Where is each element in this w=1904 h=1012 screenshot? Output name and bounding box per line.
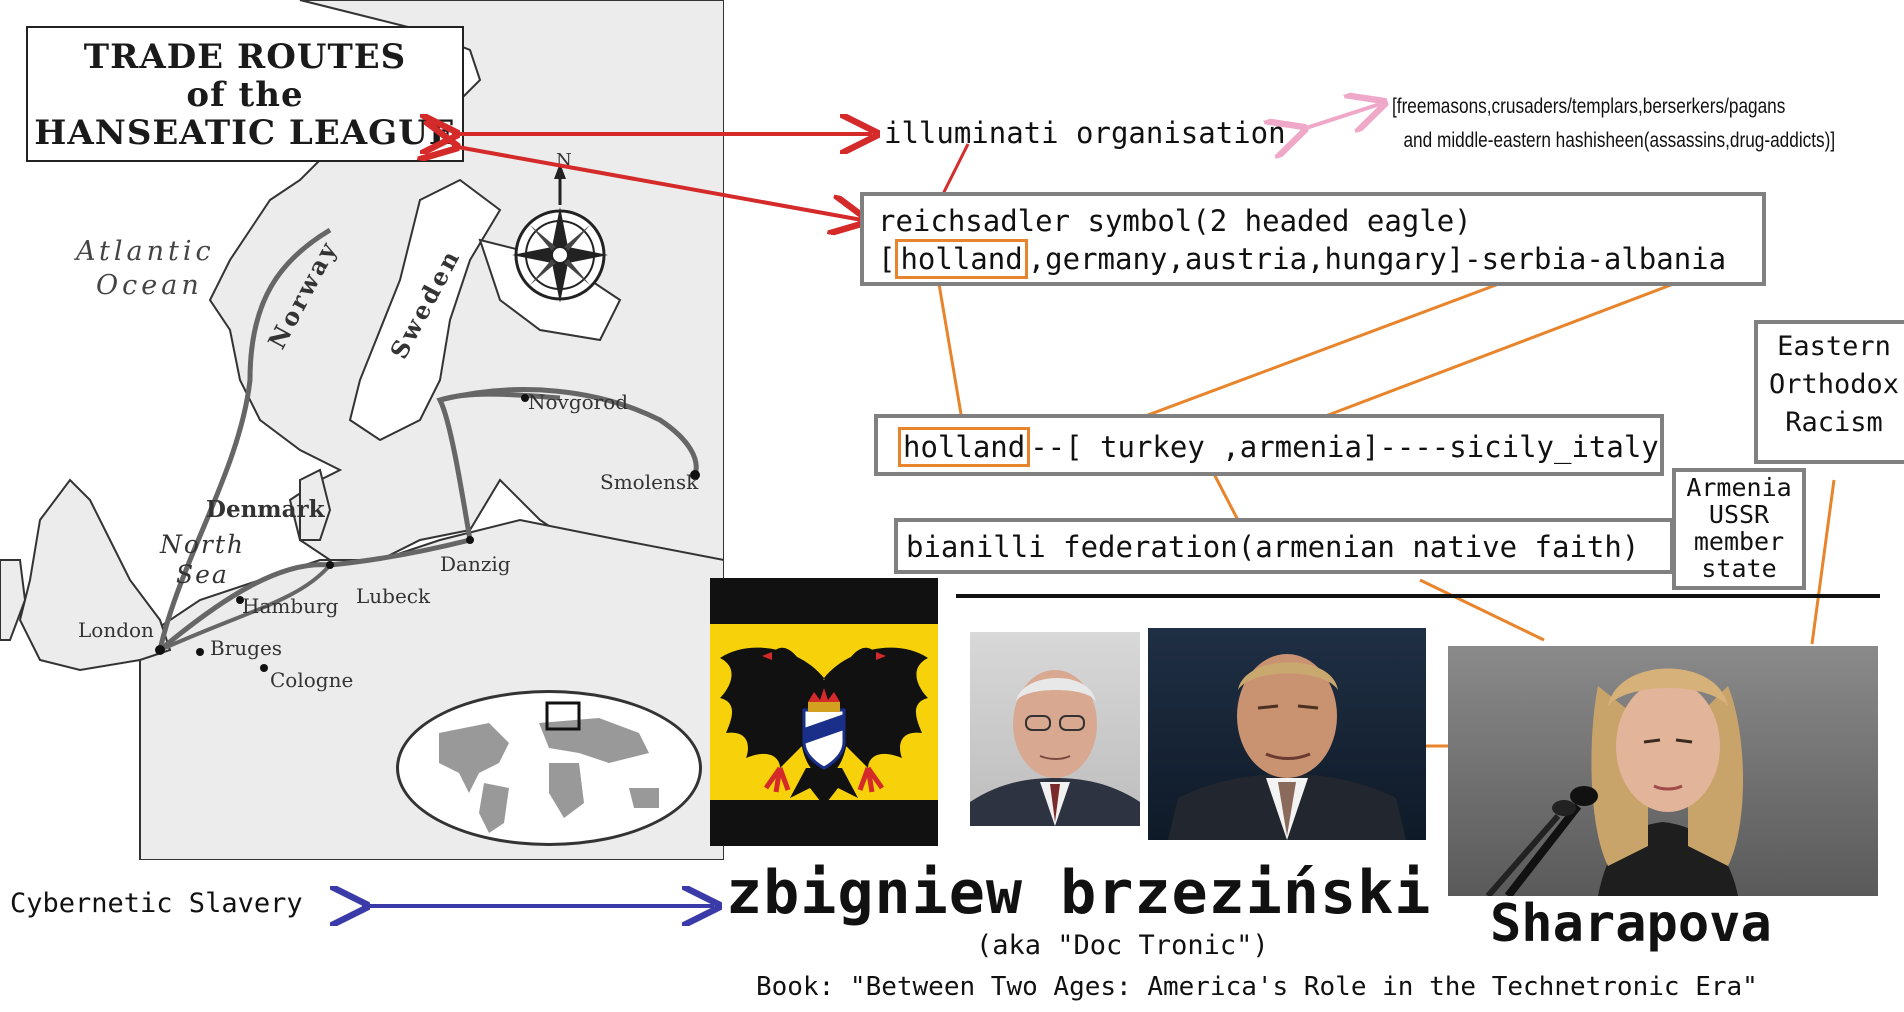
reichsadler-box: reichsadler symbol(2 headed eagle) [holl… [860, 192, 1766, 286]
reichsadler-countries: [holland,germany,austria,hungary]-serbia… [878, 239, 1727, 279]
groups-line-1: [freemasons,crusaders/templars,berserker… [1392, 95, 1786, 118]
label-denmark: Denmark [206, 496, 325, 523]
sharapova-name: Sharapova [1490, 894, 1772, 954]
flag-bottom-stripe [710, 800, 938, 846]
line-bianilli-sharapova [1419, 578, 1545, 642]
armenia-line-3: member [1693, 527, 1785, 556]
holland-chain-text: holland--[ turkey ,armenia]----sicily_it… [898, 427, 1659, 467]
brzezinski-photo-young [1148, 628, 1426, 840]
chain-rest: --[ turkey ,armenia]----sicily_italy [1030, 430, 1659, 464]
cybernetic-slavery-label: Cybernetic Slavery [10, 888, 303, 919]
map-title-line-1: TRADE ROUTES [83, 37, 407, 77]
armenia-line-2: USSR [1708, 500, 1770, 529]
eastern-orthodox-box: Eastern Orthodox Racism [1754, 320, 1904, 464]
eastern-line-1: Eastern [1777, 331, 1891, 362]
armenia-ussr-box: Armenia USSR member state [1672, 468, 1806, 590]
label-cologne: Cologne [270, 668, 354, 692]
label-sea: Sea [176, 560, 229, 589]
groups-line-2: and middle-eastern hashisheen(assassins,… [1403, 129, 1836, 152]
label-london: London [78, 618, 154, 642]
bianilli-text: bianilli federation(armenian native fait… [906, 530, 1640, 564]
flag-top-stripe [710, 578, 938, 624]
line-holland-holland [936, 277, 964, 421]
label-hamburg: Hamburg [242, 594, 339, 618]
eastern-line-3: Racism [1785, 407, 1883, 438]
map-title-line-3: HANSEATIC LEAGUE [34, 113, 456, 153]
holland-highlight-2: holland [898, 427, 1031, 467]
eastern-line-2: Orthodox [1768, 369, 1900, 400]
label-novgorod: Novgorod [528, 390, 629, 414]
brzezinski-name: zbigniew brzeziński [726, 858, 1432, 928]
line-illuminati-reichsadler [940, 143, 970, 197]
label-danzig: Danzig [440, 552, 511, 576]
line-serbia-turkey [1139, 274, 1521, 420]
label-ocean: Ocean [96, 270, 203, 301]
label-smolensk: Smolensk [600, 470, 699, 494]
illuminati-label: illuminati organisation [884, 116, 1286, 150]
label-atlantic: Atlantic [76, 236, 215, 267]
map-title-line-2: of the [186, 75, 304, 115]
armenia-line-1: Armenia [1686, 473, 1792, 502]
label-bruges: Bruges [210, 636, 283, 660]
line-albania-armenia [1293, 278, 1685, 430]
line-armenia-bianilli [1212, 473, 1242, 525]
reichsadler-title: reichsadler symbol(2 headed eagle) [878, 204, 1472, 238]
brzezinski-photo-old [970, 632, 1140, 826]
secret-groups-list: [freemasons,crusaders/templars,berserker… [1392, 90, 1835, 158]
doc-tronic-aka: (aka "Doc Tronic") [976, 930, 1269, 961]
reichsadler-flag [710, 578, 938, 846]
sharapova-photo [1448, 646, 1878, 896]
map-title: TRADE ROUTES of the HANSEATIC LEAGUE [26, 26, 464, 162]
bracket-open: [ [878, 242, 896, 276]
arrow-title-reichsadler [452, 146, 862, 220]
britain-land [18, 478, 172, 672]
line-eastern-sharapova [1810, 479, 1836, 645]
world-inset-map [396, 690, 702, 846]
bianilli-box: bianilli federation(armenian native fait… [894, 518, 1674, 574]
holland-highlight-1: holland [895, 239, 1028, 279]
countries-rest: ,germany,austria,hungary]-serbia-albania [1027, 242, 1727, 276]
double-headed-eagle-icon [720, 647, 928, 806]
label-lubeck: Lubeck [356, 584, 431, 608]
arrow-illuminati-groups [1300, 104, 1380, 130]
armenia-line-4: state [1701, 554, 1777, 583]
book-title: Book: "Between Two Ages: America's Role … [756, 972, 1758, 1002]
holland-chain-box: holland--[ turkey ,armenia]----sicily_it… [874, 414, 1664, 476]
label-north: North [160, 530, 246, 559]
